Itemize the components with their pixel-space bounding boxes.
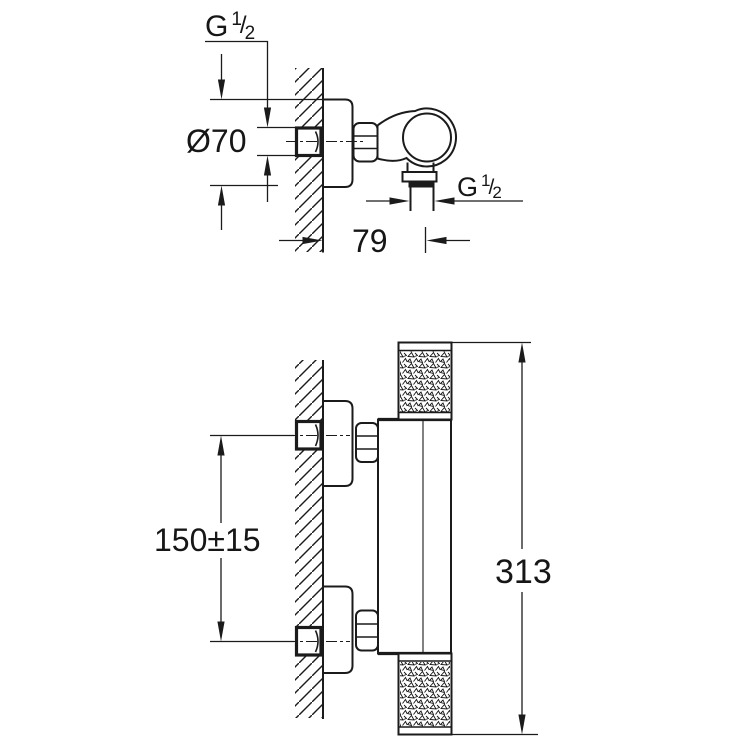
handle-knurled-top (397, 341, 453, 421)
valve-body-cap (402, 112, 452, 163)
union-hex-nut (352, 122, 379, 163)
nut-chamfer-bottom (314, 630, 319, 653)
dimension-connection-spacing: 150±15 (154, 434, 294, 643)
union-hex-nut-top (355, 422, 379, 463)
outlet-thread-band (408, 181, 435, 188)
dimension-escutcheon-diameter: Ø70 (186, 54, 322, 230)
escutcheon-flange (322, 98, 354, 188)
dimension-overall-height: 313 (451, 341, 552, 736)
dim-label-escutcheon-diameter: Ø70 (186, 123, 246, 159)
wall-union-nut-chamfer (314, 131, 319, 153)
dim-label-connection-spacing: 150±15 (154, 522, 261, 558)
thermostat-body (377, 417, 452, 656)
nut-chamfer-top (314, 424, 319, 447)
front-view: 150±15 (154, 341, 552, 736)
union-hex-nut-bottom (355, 609, 379, 652)
dim-label-overall-height: 313 (495, 553, 552, 591)
wall-hatch (295, 68, 323, 252)
knurl-texture (400, 351, 450, 412)
knurl-texture (400, 662, 450, 727)
shower-outlet (401, 162, 438, 253)
handle-knurled-bottom (397, 652, 453, 736)
dimension-wall-to-outlet: 79 (279, 223, 470, 259)
escutcheon-flange-top (322, 400, 354, 487)
escutcheon-flange-bottom (322, 585, 354, 674)
dim-label-wall-to-outlet: 79 (352, 223, 388, 259)
wall-hatch (295, 360, 323, 718)
